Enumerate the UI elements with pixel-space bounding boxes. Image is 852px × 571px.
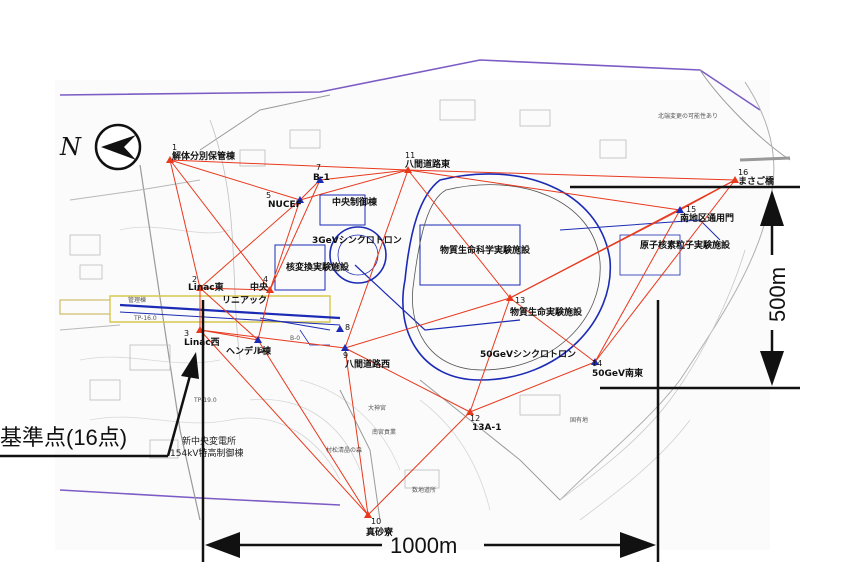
label-tp2: TP-19.0 xyxy=(193,397,217,404)
svg-text:1: 1 xyxy=(172,143,177,152)
point-name-5: NUCEF xyxy=(268,200,302,210)
point-4 xyxy=(266,286,274,293)
label-rcs: 3GeVシンクロトロン xyxy=(312,235,402,246)
point-name-1: 解体分別保管棟 xyxy=(172,150,236,162)
point-8 xyxy=(336,325,344,332)
svg-text:7: 7 xyxy=(316,163,321,172)
point-name-15: 南地区通用門 xyxy=(680,212,734,224)
svg-text:9: 9 xyxy=(343,351,348,360)
north-arrow: N xyxy=(59,123,142,171)
label-nuclear: 核変換実験施設 xyxy=(286,261,350,273)
label-shrine: 大神宮 xyxy=(368,404,386,412)
survey-network xyxy=(169,159,736,516)
label-national: 国有地 xyxy=(570,416,588,424)
reference-callout: 基準点(16点) xyxy=(0,352,199,458)
point-name-13: 物質生命実験施設 xyxy=(510,306,583,318)
point-13 xyxy=(506,294,514,301)
point-name-4: 中央 xyxy=(250,281,269,293)
label-mlf: 物質生命科学実験施設 xyxy=(440,244,531,256)
svg-text:16: 16 xyxy=(738,168,748,177)
point-numbers: 1 2 3 4 5 6 7 8 9 10 11 12 13 14 15 16 xyxy=(172,143,748,526)
svg-text:4: 4 xyxy=(263,275,268,284)
point-name-12: 13A-1 xyxy=(472,423,502,433)
point-9 xyxy=(341,344,349,351)
terrain-base xyxy=(55,59,791,550)
north-letter: N xyxy=(59,133,82,161)
label-tp1: TP-16.0 xyxy=(133,315,157,322)
reference-label: 基準点(16点) xyxy=(0,425,127,450)
scale-bars xyxy=(201,185,800,562)
point-name-10: 真砂寮 xyxy=(366,526,394,538)
svg-text:3: 3 xyxy=(184,329,189,338)
point-name-9: 八間道路西 xyxy=(344,358,390,370)
label-control: 中央制御棟 xyxy=(332,196,378,208)
label-hadron: 原子核素粒子実験施設 xyxy=(640,239,731,251)
point-name-16: まさご橋 xyxy=(738,175,775,187)
scale-horizontal-label: 1000m xyxy=(390,533,457,558)
point-12 xyxy=(466,408,474,415)
facilities xyxy=(119,173,721,381)
point-name-2: Linac東 xyxy=(188,281,224,293)
svg-text:15: 15 xyxy=(686,205,696,214)
svg-text:8: 8 xyxy=(345,323,350,332)
point-14 xyxy=(591,358,599,365)
survey-points xyxy=(166,156,739,518)
point-11 xyxy=(404,166,412,173)
label-substation: 新中央変電所 xyxy=(182,435,236,447)
label-b0: B-0 xyxy=(290,335,300,342)
point-7 xyxy=(316,176,324,183)
label-linac: リニアック xyxy=(222,295,267,306)
point-15 xyxy=(676,206,684,213)
label-forest: 村松清晶の森 xyxy=(326,446,362,454)
point-2 xyxy=(196,284,204,291)
svg-text:11: 11 xyxy=(405,151,415,160)
point-6 xyxy=(254,336,262,343)
svg-text:12: 12 xyxy=(470,414,480,423)
scale-vertical-label: 500m xyxy=(765,267,790,322)
label-ms: 50GeVシンクロトロン xyxy=(480,349,576,360)
svg-text:14: 14 xyxy=(592,359,602,368)
point-5 xyxy=(296,196,304,203)
map-labels: リニアック 中央制御棟 3GeVシンクロトロン 物質生命科学実験施設 50GeV… xyxy=(128,112,731,494)
point-name-6: ヘンデル棟 xyxy=(226,345,272,357)
svg-text:6: 6 xyxy=(258,346,263,355)
label-substation2: 154kV特高制御棟 xyxy=(170,447,244,459)
svg-text:2: 2 xyxy=(192,275,197,284)
point-16 xyxy=(731,176,739,183)
point-10 xyxy=(364,511,372,518)
svg-text:5: 5 xyxy=(266,191,271,200)
svg-text:13: 13 xyxy=(515,296,525,305)
svg-text:10: 10 xyxy=(371,517,381,526)
label-kanri: 管理棟 xyxy=(128,296,146,304)
label-pool: 南宮貢業 xyxy=(372,428,396,436)
label-note: 北端変更の可能性あり xyxy=(658,112,718,120)
point-name-7: B-1 xyxy=(313,173,330,183)
label-gym: 数地道所 xyxy=(412,486,436,494)
point-1 xyxy=(166,156,174,163)
point-name-11: 八間道路東 xyxy=(404,158,450,170)
north-arrow-icon xyxy=(101,135,136,160)
point-name-14: 50GeV南東 xyxy=(592,367,643,379)
